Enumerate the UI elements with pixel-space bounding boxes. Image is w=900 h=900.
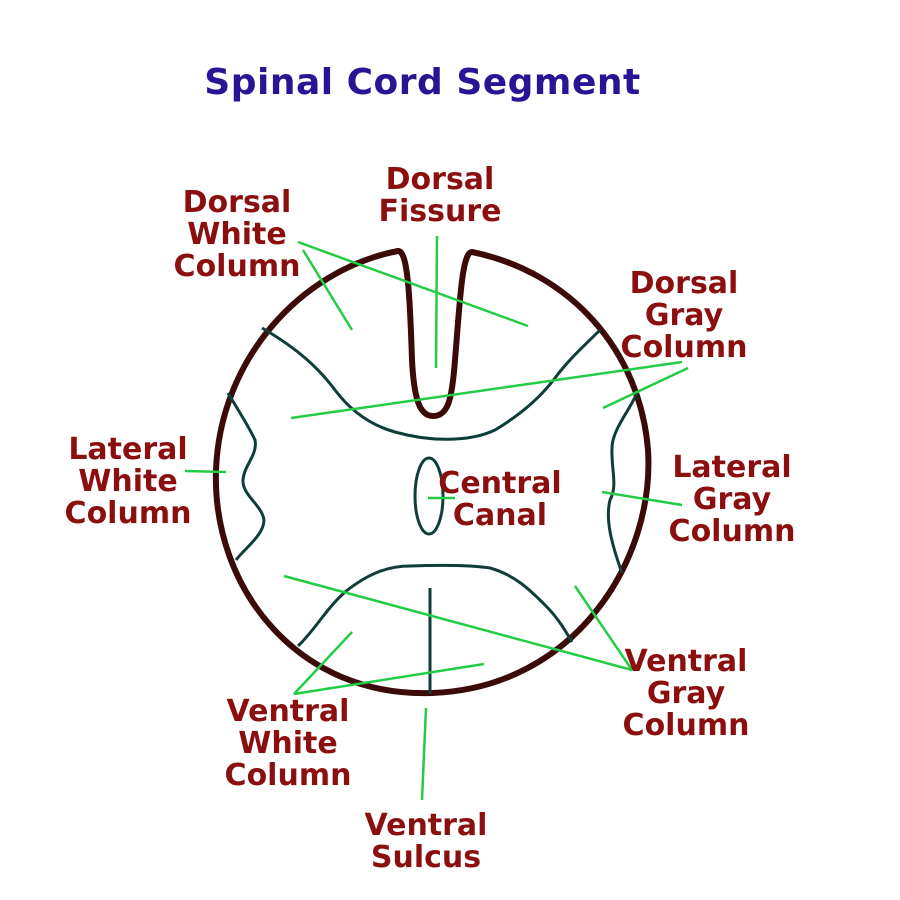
label-dorsal-white-column: Dorsal White Column <box>173 185 301 284</box>
leader-dorsal-fissure <box>434 235 439 369</box>
leader-dorsal-white-2 <box>301 249 354 331</box>
label-ventral-gray-column: Ventral Gray Column <box>622 644 750 743</box>
central-canal-shape <box>413 456 445 536</box>
label-dorsal-fissure: Dorsal Fissure <box>378 162 502 229</box>
leader-lines <box>184 235 689 801</box>
leader-ventral-sulcus <box>420 707 428 801</box>
leader-dorsal-gray-1 <box>290 360 683 420</box>
label-dorsal-gray-column: Dorsal Gray Column <box>620 266 748 365</box>
leader-dorsal-white-1 <box>297 240 529 328</box>
leader-ventral-gray-2 <box>573 585 634 671</box>
label-central-canal: Central Canal <box>438 466 562 533</box>
diagram-title: Spinal Cord Segment <box>204 62 641 103</box>
label-lateral-gray-column: Lateral Gray Column <box>668 450 796 549</box>
leader-dorsal-gray-2 <box>602 366 689 410</box>
leader-ventral-gray-1 <box>283 574 633 672</box>
label-lateral-white-column: Lateral White Column <box>64 432 192 531</box>
label-ventral-sulcus: Ventral Sulcus <box>364 808 488 875</box>
gray-matter-dorsal-boundary <box>261 326 602 441</box>
gray-matter-ventral-boundary <box>296 563 574 648</box>
gray-matter-right-lateral-boundary <box>606 392 639 574</box>
leader-ventral-white-1 <box>293 631 353 695</box>
leader-lateral-gray <box>601 490 683 507</box>
leader-ventral-white-2 <box>293 662 485 696</box>
cord-outline <box>212 248 652 697</box>
gray-matter-left-lateral-boundary <box>226 392 266 561</box>
leader-lateral-white <box>184 469 227 474</box>
label-ventral-white-column: Ventral White Column <box>224 694 352 793</box>
